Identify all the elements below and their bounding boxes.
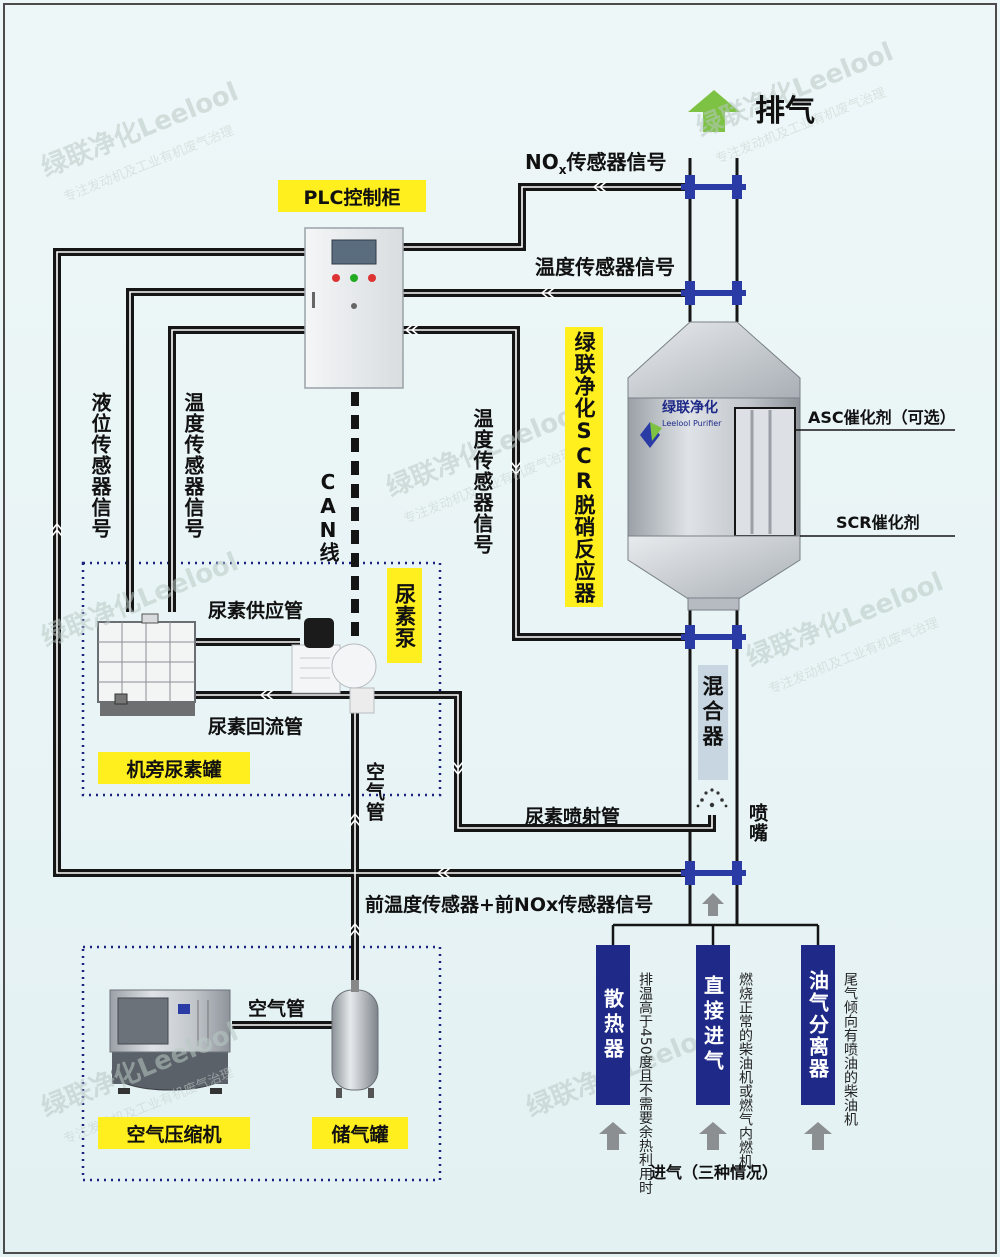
nozzle-label: 喷嘴: [746, 803, 768, 843]
urea-return-label: 尿素回流管: [208, 716, 304, 738]
intake-option-oil-separator: 油气分离器: [801, 945, 835, 1105]
exhaust-arrow-icon: [688, 90, 740, 132]
signal-lines: [53, 183, 716, 1029]
air-pipe-horizontal-label: 空气管: [248, 998, 306, 1020]
nox-signal-label: NOx传感器信号: [525, 150, 667, 177]
asc-catalyst-label: ASC催化剂（可选）: [808, 408, 956, 427]
intake-bracket: [611, 923, 820, 945]
plc-cabinet: [304, 227, 404, 389]
can-line-label: CAN线: [316, 470, 340, 562]
scr-catalyst-label: SCR催化剂: [836, 513, 920, 532]
scr-reactor: [627, 321, 801, 611]
intake-label: 进气（三种情况）: [650, 1163, 779, 1182]
plc-cabinet-label: PLC控制柜: [278, 180, 426, 212]
temp-signal-top-label: 温度传感器信号: [535, 255, 675, 279]
intake-arrows: [599, 893, 832, 1150]
exhaust-label: 排气: [755, 94, 815, 129]
temp-signal-left-label: 温度传感器信号: [181, 392, 205, 539]
urea-injection-label: 尿素喷射管: [525, 806, 621, 828]
flow-chevrons: [51, 181, 607, 937]
reactor-brand-en: Leelool Purifier: [662, 419, 722, 428]
nozzle-icon: [696, 788, 728, 808]
urea-supply-label: 尿素供应管: [208, 600, 304, 622]
intake-option-direct: 直接进气: [696, 945, 730, 1105]
intake-option-radiator: 散热器: [596, 945, 630, 1105]
urea-tank-label: 机旁尿素罐: [98, 752, 250, 784]
air-pipe-vertical-label: 空气管: [363, 762, 385, 822]
urea-pump-label: 尿素泵: [387, 568, 422, 663]
reactor-brand: 绿联净化: [662, 400, 718, 416]
level-signal-label: 液位传感器信号: [88, 392, 112, 539]
mixer-label: 混合器: [700, 675, 724, 750]
mixer-box: [698, 665, 728, 780]
intake-note-radiator: 排温高于450度且不需要余热利用时: [637, 972, 653, 1195]
reactor-title-label: 绿联净化SCR脱硝反应器: [565, 327, 603, 607]
intake-note-direct: 燃烧正常的柴油机或燃气内燃机: [737, 972, 753, 1168]
temp-signal-mid-label: 温度传感器信号: [470, 408, 494, 555]
urea-tank-image: [97, 613, 196, 716]
sensor-flanges: [681, 175, 746, 885]
urea-pump-image: [291, 618, 377, 714]
receiver-label: 储气罐: [312, 1117, 408, 1149]
intake-note-oil-separator: 尾气倾向有喷油的柴油机: [842, 972, 858, 1126]
air-compressor-image: [109, 989, 231, 1094]
frame-border: [3, 3, 997, 1254]
air-receiver-image: [331, 980, 379, 1098]
compressor-label: 空气压缩机: [98, 1117, 250, 1149]
front-sensors-signal-label: 前温度传感器+前NOx传感器信号: [365, 894, 654, 916]
